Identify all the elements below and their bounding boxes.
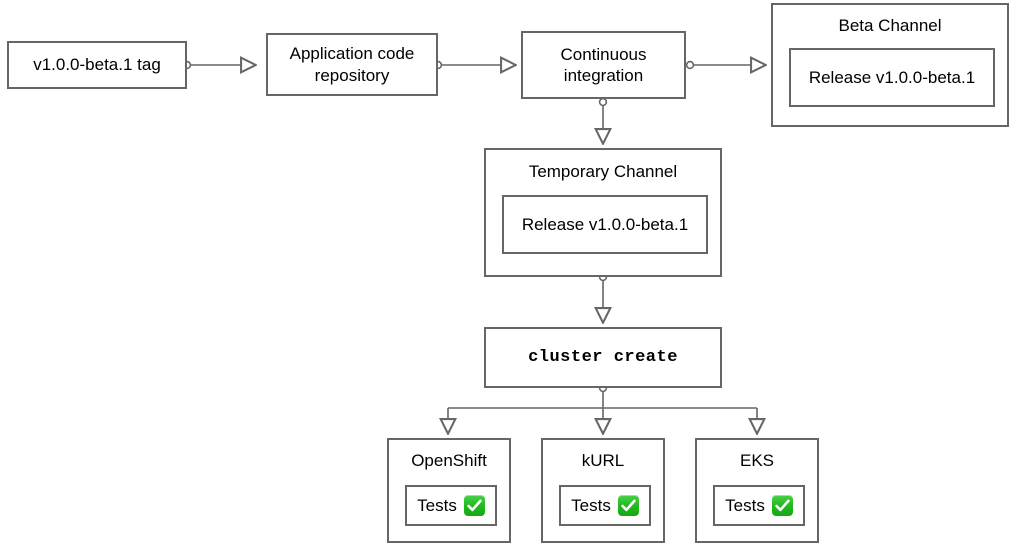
node-temporary-channel[interactable]: Temporary Channel Release v1.0.0-beta.1 xyxy=(484,148,722,277)
temporary-channel-title: Temporary Channel xyxy=(528,162,678,181)
platform-eks-title: EKS xyxy=(739,451,775,470)
node-cluster-create-command[interactable]: cluster create xyxy=(484,327,722,388)
platform-openshift-tests-box[interactable]: Tests xyxy=(405,485,497,526)
ci-line-1: Continuous xyxy=(560,44,647,64)
node-continuous-integration-label: Continuous integration xyxy=(560,44,646,87)
node-platform-kurl[interactable]: kURL Tests xyxy=(541,438,665,543)
node-application-code-repository[interactable]: Application code repository xyxy=(266,33,438,96)
green-check-icon xyxy=(617,495,639,516)
ci-line-2: integration xyxy=(563,66,644,85)
edge-cluster-create-fanout xyxy=(448,383,757,433)
beta-channel-release-label: Release v1.0.0-beta.1 xyxy=(808,67,976,87)
repo-line-1: Application code xyxy=(289,44,415,64)
edge-ci-to-temporary-channel xyxy=(600,97,607,143)
platform-eks-tests-label: Tests xyxy=(725,495,765,515)
node-cluster-create-label: cluster create xyxy=(528,347,678,367)
edge-ci-to-beta-channel xyxy=(685,62,765,69)
beta-channel-title: Beta Channel xyxy=(838,16,942,35)
edge-repo-to-ci xyxy=(433,62,515,69)
platform-kurl-tests-box[interactable]: Tests xyxy=(559,485,651,526)
node-platform-eks[interactable]: EKS Tests xyxy=(695,438,819,543)
repo-line-2: repository xyxy=(314,65,390,85)
edge-tag-to-repo xyxy=(182,62,255,69)
node-version-tag[interactable]: v1.0.0-beta.1 tag xyxy=(7,41,187,89)
platform-openshift-tests-label: Tests xyxy=(417,495,457,515)
edge-temporary-channel-to-cluster-create xyxy=(600,272,607,322)
platform-kurl-title: kURL xyxy=(581,451,625,470)
node-beta-channel[interactable]: Beta Channel Release v1.0.0-beta.1 xyxy=(771,3,1009,127)
node-continuous-integration[interactable]: Continuous integration xyxy=(521,31,686,99)
temporary-channel-release-label: Release v1.0.0-beta.1 xyxy=(521,214,689,234)
platform-openshift-title: OpenShift xyxy=(411,451,487,470)
green-check-icon xyxy=(771,495,793,516)
platform-kurl-tests-label: Tests xyxy=(571,495,611,515)
node-platform-openshift[interactable]: OpenShift Tests xyxy=(387,438,511,543)
temporary-channel-release-box[interactable]: Release v1.0.0-beta.1 xyxy=(502,195,708,254)
platform-eks-tests-box[interactable]: Tests xyxy=(713,485,805,526)
green-check-icon xyxy=(463,495,485,516)
node-version-tag-label: v1.0.0-beta.1 tag xyxy=(33,55,161,75)
beta-channel-release-box[interactable]: Release v1.0.0-beta.1 xyxy=(789,48,995,107)
node-application-code-repository-label: Application code repository xyxy=(290,43,415,86)
